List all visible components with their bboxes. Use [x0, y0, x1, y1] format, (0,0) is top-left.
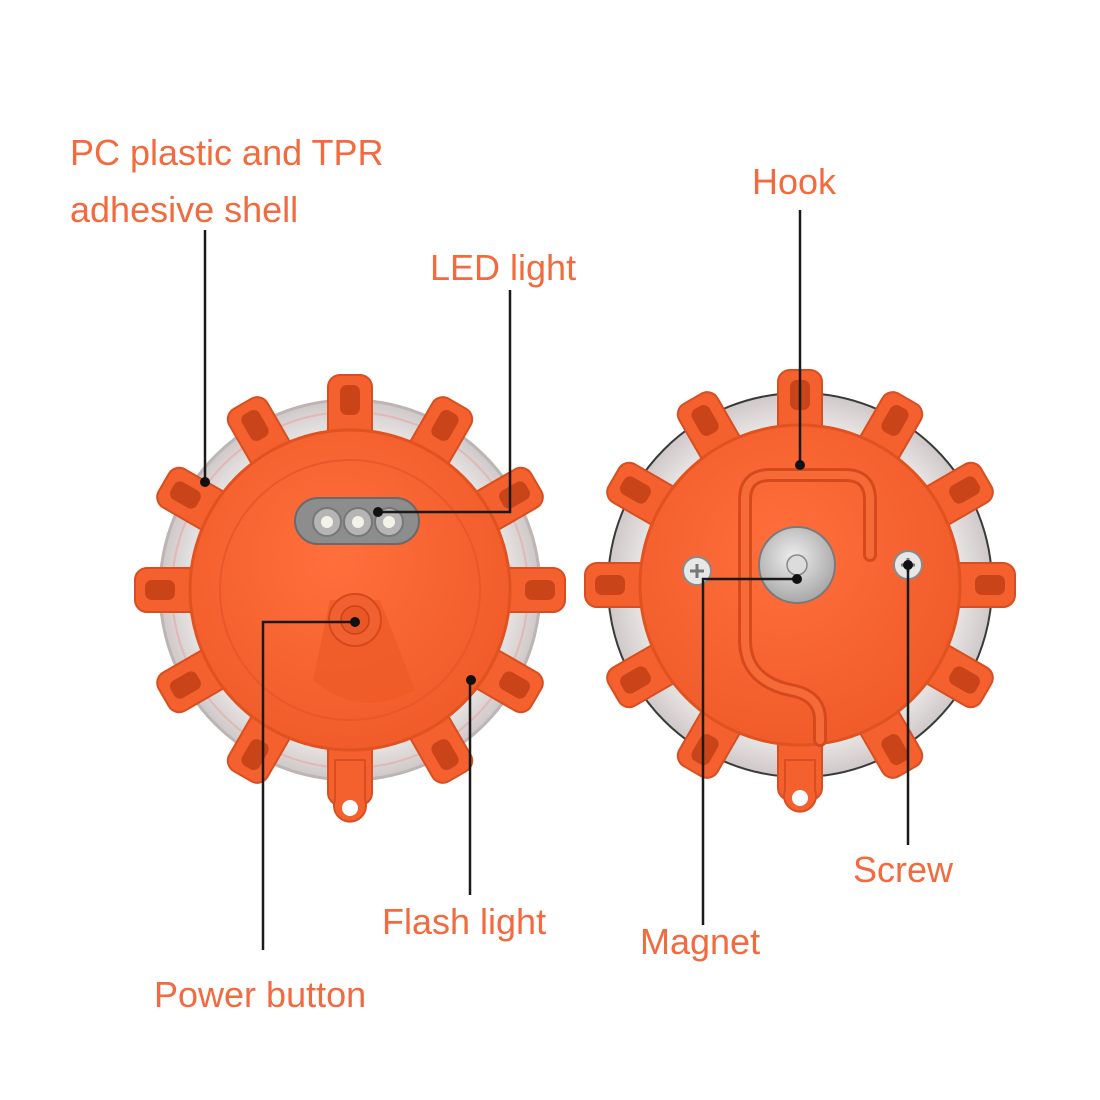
flare-back-view: [584, 369, 1016, 813]
label-shell-line2: adhesive shell: [70, 189, 299, 230]
label-hook: Hook: [752, 161, 837, 202]
label-shell-line1: PC plastic and TPR: [70, 132, 384, 173]
callout-dots: [200, 460, 913, 685]
callout-lines: [203, 210, 910, 950]
label-magnet: Magnet: [640, 921, 761, 962]
screw-left: [682, 556, 712, 586]
label-power-button: Power button: [154, 974, 367, 1015]
flare-front-view: [134, 374, 566, 823]
label-flash-light: Flash light: [382, 901, 547, 942]
label-screw: Screw: [853, 849, 954, 890]
label-led-light: LED light: [430, 247, 577, 288]
